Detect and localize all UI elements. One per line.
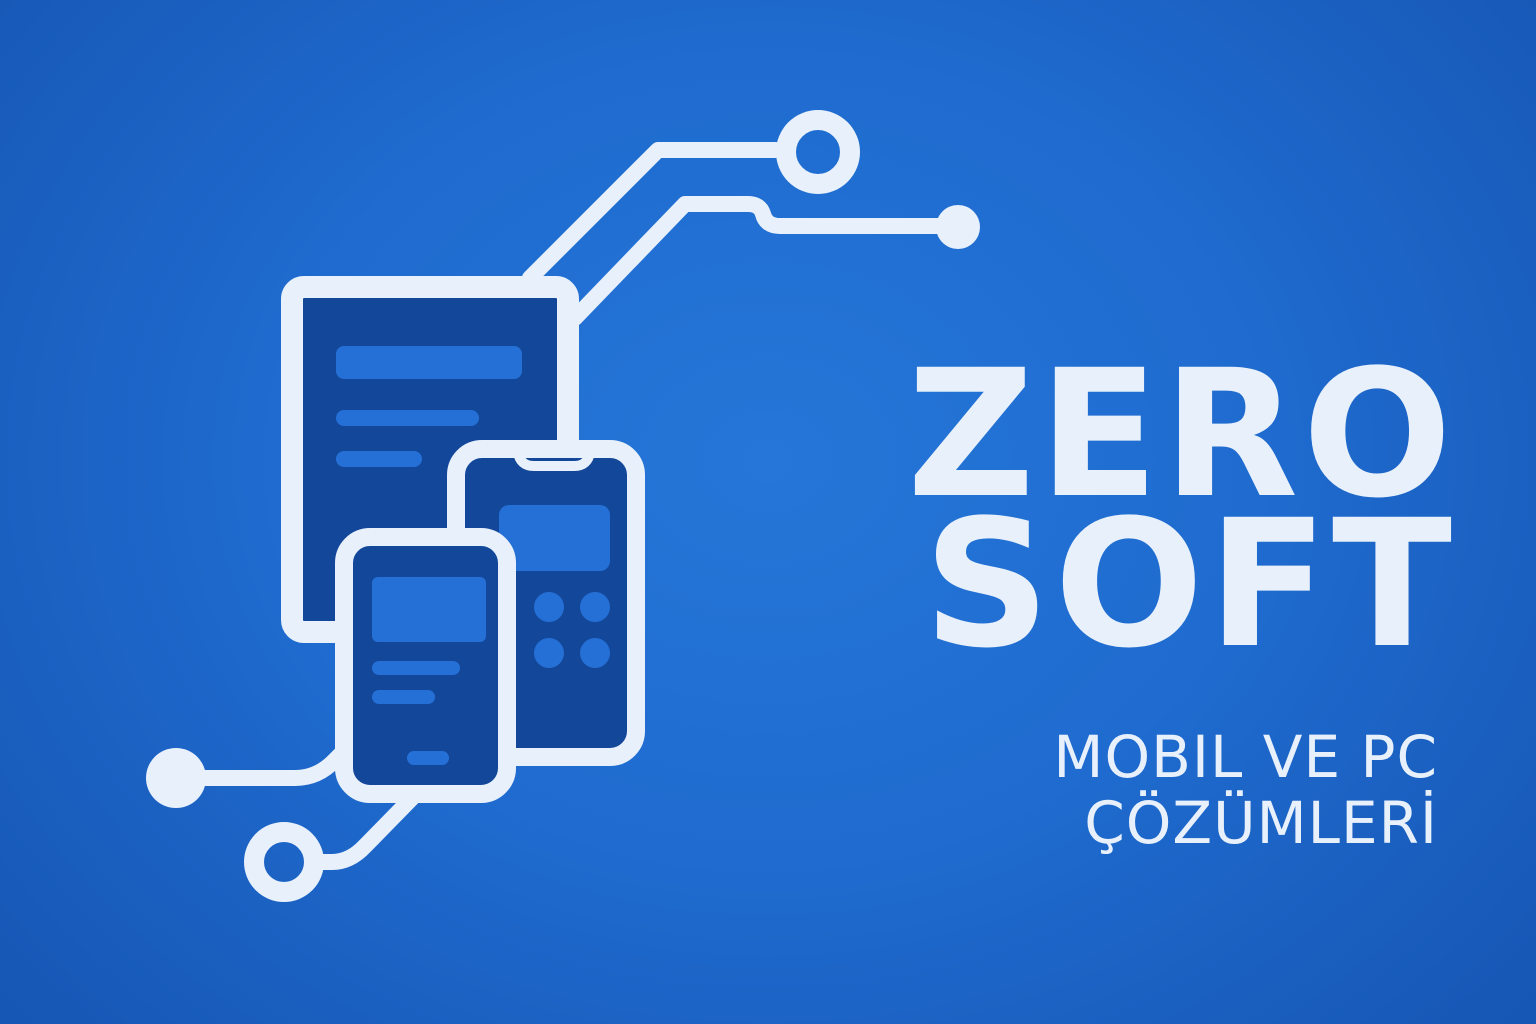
tagline: MOBIL VE PC ÇÖZÜMLERİ xyxy=(878,724,1438,856)
brand-name: ZERO SOFT xyxy=(836,332,1456,687)
circuit-node-icons xyxy=(146,110,980,902)
tagline-line-2: ÇÖZÜMLERİ xyxy=(1084,789,1438,857)
circuit-lines-icon xyxy=(197,142,946,870)
tagline-line-1: MOBIL VE PC xyxy=(1053,723,1438,791)
brand-name-line-1: ZERO xyxy=(907,332,1456,537)
small-phone-icon xyxy=(335,528,516,803)
brand-name-line-2: SOFT xyxy=(923,482,1456,687)
